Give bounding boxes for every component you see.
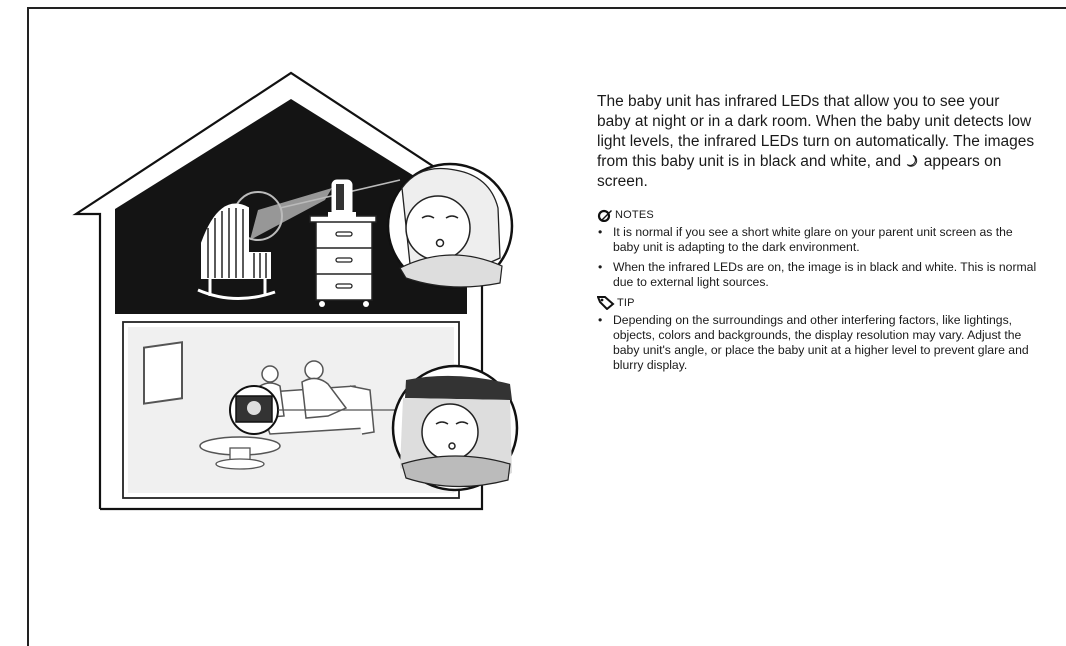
baby-camera-icon [328, 180, 356, 217]
monitor-baby-zoom [393, 366, 517, 490]
tag-tip-icon [597, 296, 615, 310]
note-text: It is normal if you see a short white gl… [613, 225, 1013, 254]
notes-heading: NOTES [597, 208, 1037, 222]
tip-heading: TIP [597, 296, 1037, 310]
frame-left-rule [27, 7, 29, 646]
notes-list: • It is normal if you see a short white g… [597, 225, 1037, 290]
note-text: When the infrared LEDs are on, the image… [613, 260, 1036, 289]
tip-list: • Depending on the surroundings and other… [597, 313, 1037, 373]
bullet: • [598, 313, 602, 328]
intro-paragraph: The baby unit has infrared LEDs that all… [597, 92, 1037, 192]
night-moon-icon [905, 154, 919, 168]
tip-text: Depending on the surroundings and other … [613, 313, 1029, 372]
frame-top-rule [27, 7, 1066, 9]
list-item: • It is normal if you see a short white g… [597, 225, 1037, 255]
text-column: The baby unit has infrared LEDs that all… [597, 92, 1037, 378]
sleeping-baby-icon [388, 164, 512, 288]
list-item: • Depending on the surroundings and other… [597, 313, 1037, 373]
dresser-icon [310, 216, 376, 307]
house-illustration [70, 68, 550, 518]
bullet: • [598, 225, 602, 240]
bullet: • [598, 260, 602, 275]
tip-heading-label: TIP [617, 297, 635, 309]
list-item: • When the infrared LEDs are on, the imag… [597, 260, 1037, 290]
notes-heading-label: NOTES [615, 209, 654, 221]
pencil-note-icon [597, 208, 613, 222]
